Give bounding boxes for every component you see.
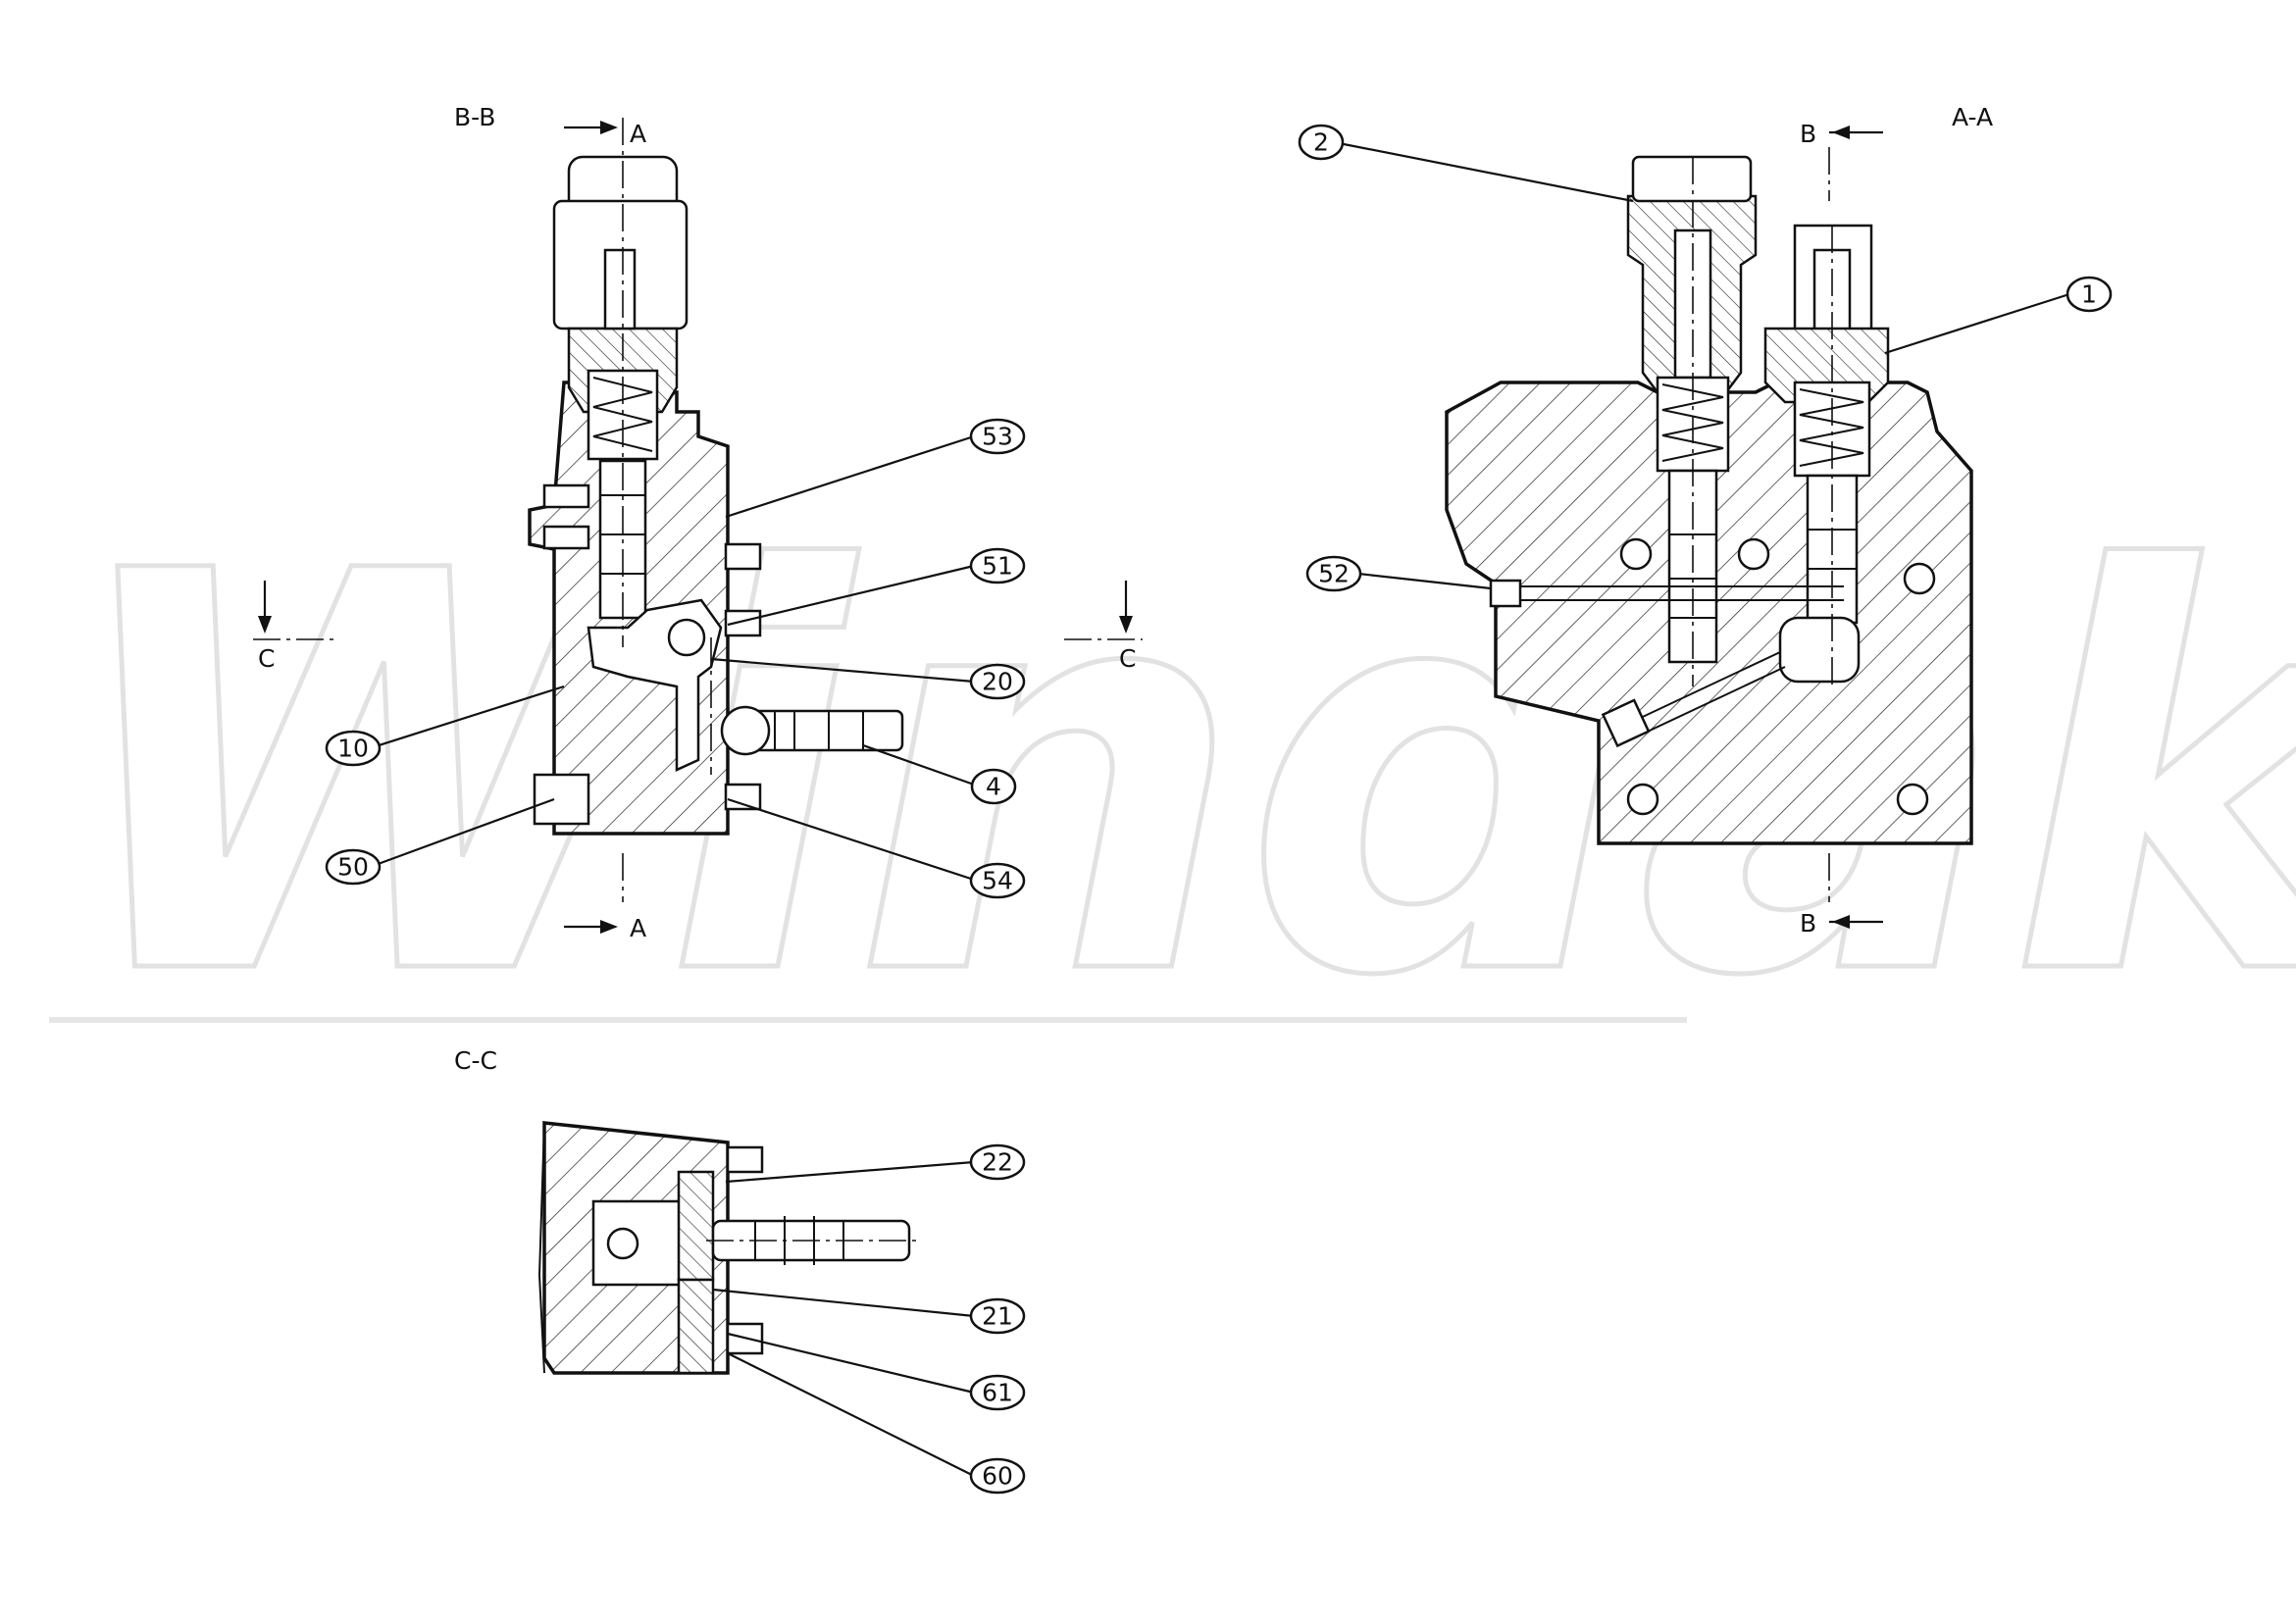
bb-plug-bottom-50 [533, 773, 590, 826]
aa-valve-1-pocket [1778, 616, 1861, 684]
section-c-left-label: C [258, 644, 275, 673]
section-b-bottom: B [1800, 909, 1883, 938]
balloon-10-label: 10 [337, 735, 369, 763]
aa-plug-diagonal [1601, 698, 1651, 748]
balloon-10: 10 [325, 730, 382, 767]
balloon-54-label: 54 [982, 867, 1013, 895]
balloon-61-label: 61 [982, 1379, 1013, 1407]
balloon-54: 54 [969, 862, 1026, 899]
balloon-22: 22 [969, 1143, 1026, 1181]
cc-lever-pin [606, 1227, 639, 1260]
balloon-53: 53 [969, 418, 1026, 455]
balloon-20-label: 20 [982, 668, 1013, 696]
view-bb-title: B-B [454, 103, 495, 131]
balloon-53-label: 53 [982, 423, 1013, 451]
balloon-2: 2 [1298, 124, 1345, 161]
balloon-51: 51 [969, 547, 1026, 584]
balloon-1-label: 1 [2081, 280, 2097, 309]
section-b-bottom-label: B [1800, 909, 1816, 938]
aa-plug-52 [1489, 579, 1522, 608]
bb-stem-4-nut [720, 705, 771, 756]
bb-stem-4-ridges [774, 711, 864, 750]
balloon-60: 60 [969, 1457, 1026, 1495]
leader-lines [372, 142, 2070, 1477]
bb-plug-right-54 [724, 783, 762, 811]
balloon-2-label: 2 [1313, 128, 1329, 157]
cc-pin-22 [677, 1170, 715, 1282]
balloon-1: 1 [2066, 276, 2113, 313]
view-cc-title: C-C [454, 1046, 497, 1075]
balloon-52-label: 52 [1318, 560, 1350, 588]
balloon-20: 20 [969, 663, 1026, 700]
view-aa-title: A-A [1952, 103, 1993, 131]
section-c-right-label: C [1119, 644, 1136, 673]
aa-valve-2-coil [1661, 383, 1724, 462]
section-b-top: B [1800, 120, 1883, 148]
view-aa: A-A [1445, 103, 1993, 902]
section-b-top-label: B [1800, 120, 1816, 148]
balloon-60-label: 60 [982, 1462, 1013, 1491]
section-c-left: C [253, 581, 333, 673]
aa-channel-horizontal [1496, 585, 1844, 601]
section-a-top-label: A [630, 120, 646, 148]
cc-break-line [537, 1122, 545, 1374]
aa-bolt-holes [1619, 537, 1936, 816]
balloon-51-label: 51 [982, 552, 1013, 581]
balloon-61: 61 [969, 1374, 1026, 1411]
bb-spring [592, 377, 653, 452]
bb-lever-pivot [667, 618, 706, 657]
balloon-22-label: 22 [982, 1148, 1013, 1177]
bb-plug-left-1 [542, 483, 590, 509]
aa-valve-1-coil [1799, 388, 1864, 467]
balloon-4: 4 [970, 768, 1017, 805]
view-bb: B-B [454, 103, 904, 902]
view-cc: C-C [454, 1046, 922, 1375]
aa-valve-2-top [1631, 155, 1753, 203]
balloon-4-label: 4 [986, 773, 1001, 801]
balloon-50: 50 [325, 848, 382, 886]
section-a-bottom-label: A [630, 914, 646, 942]
balloon-50-label: 50 [337, 853, 369, 882]
section-a-top: A [564, 120, 646, 148]
balloon-21: 21 [969, 1297, 1026, 1335]
section-a-bottom: A [564, 914, 646, 942]
bb-plug-right-53 [724, 542, 762, 571]
section-c-right: C [1064, 581, 1143, 673]
bb-plug-left-2 [542, 525, 590, 550]
cc-plug-top [726, 1145, 764, 1174]
balloon-52: 52 [1305, 555, 1362, 592]
balloon-21-label: 21 [982, 1302, 1013, 1331]
bb-stem-top [603, 248, 637, 330]
cc-pin-21 [677, 1278, 715, 1375]
